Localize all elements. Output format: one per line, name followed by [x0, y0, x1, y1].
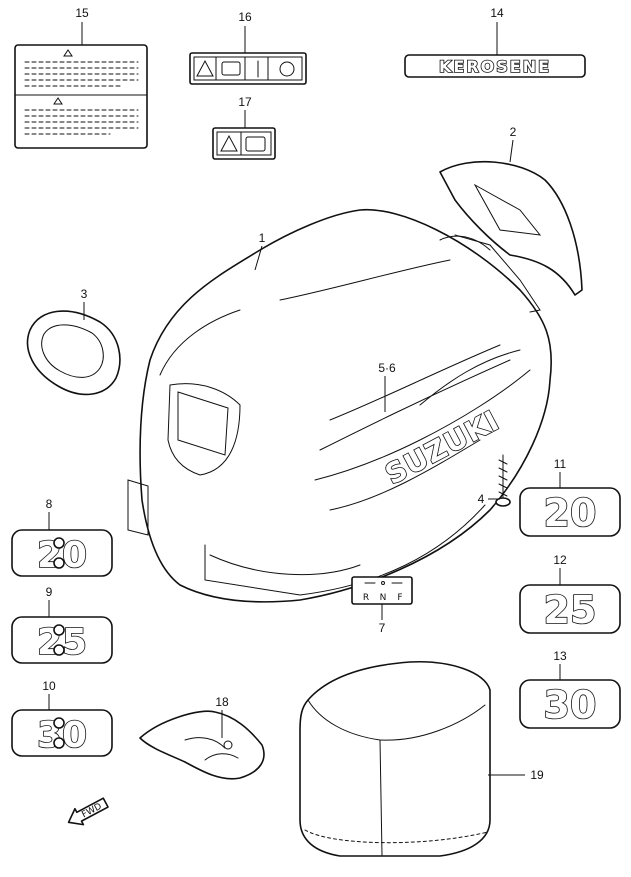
part-19-cover-bag	[299, 661, 491, 857]
part-11-badge-20: 20	[519, 487, 621, 537]
callout-12: 12	[553, 553, 567, 567]
callout-5-6: 5·6	[378, 361, 396, 375]
callout-16: 16	[238, 10, 252, 24]
callout-15: 15	[75, 6, 89, 20]
callout-8: 8	[46, 497, 53, 511]
shift-label-r: R	[363, 593, 369, 603]
callout-11: 11	[554, 457, 567, 471]
part-17-small-label	[212, 127, 276, 160]
callout-labels: 15 16 17 14 2 1 3 5·6 4 7 8 9 10 11 12 1…	[42, 6, 567, 782]
part-12-badge-25: 25	[519, 584, 621, 634]
shift-label-n: N	[380, 593, 387, 603]
callout-13: 13	[553, 649, 567, 663]
fwd-arrow-icon: FWD	[67, 797, 109, 826]
callout-7: 7	[379, 621, 386, 635]
part-7-shift-label: R N F	[351, 576, 413, 605]
part-8-badge-20: 20	[11, 529, 113, 577]
badge-30-right-text: 30	[544, 683, 597, 727]
leader-lines	[48, 22, 561, 776]
badge-20-right-text: 20	[544, 491, 597, 535]
part-15-warning-label	[14, 44, 148, 149]
part-4-screw	[495, 454, 511, 507]
part-18-cloth-bag	[139, 710, 265, 780]
callout-19: 19	[530, 768, 544, 782]
part-3-grommet	[26, 310, 121, 396]
callout-4: 4	[478, 492, 485, 506]
callout-1: 1	[259, 231, 266, 245]
kerosene-decal-text: KEROSENE	[439, 57, 551, 76]
part-10-badge-30: 30	[11, 709, 113, 757]
fwd-arrow-text: FWD	[80, 802, 103, 821]
callout-14: 14	[490, 6, 504, 20]
callout-9: 9	[46, 585, 53, 599]
badge-25-right-text: 25	[544, 588, 597, 632]
callout-17: 17	[238, 95, 252, 109]
part-14-kerosene-decal: KEROSENE	[404, 54, 586, 78]
callout-2: 2	[510, 125, 517, 139]
callout-3: 3	[81, 287, 88, 301]
part-16-caution-label	[189, 52, 307, 85]
callout-18: 18	[215, 695, 229, 709]
shift-label-f: F	[397, 593, 402, 603]
callout-10: 10	[42, 679, 56, 693]
part-9-badge-25: 25	[11, 616, 113, 664]
part-1-engine-cover: SUZUKI	[127, 208, 553, 603]
part-2-rear-cover	[439, 160, 583, 313]
part-13-badge-30: 30	[519, 679, 621, 729]
